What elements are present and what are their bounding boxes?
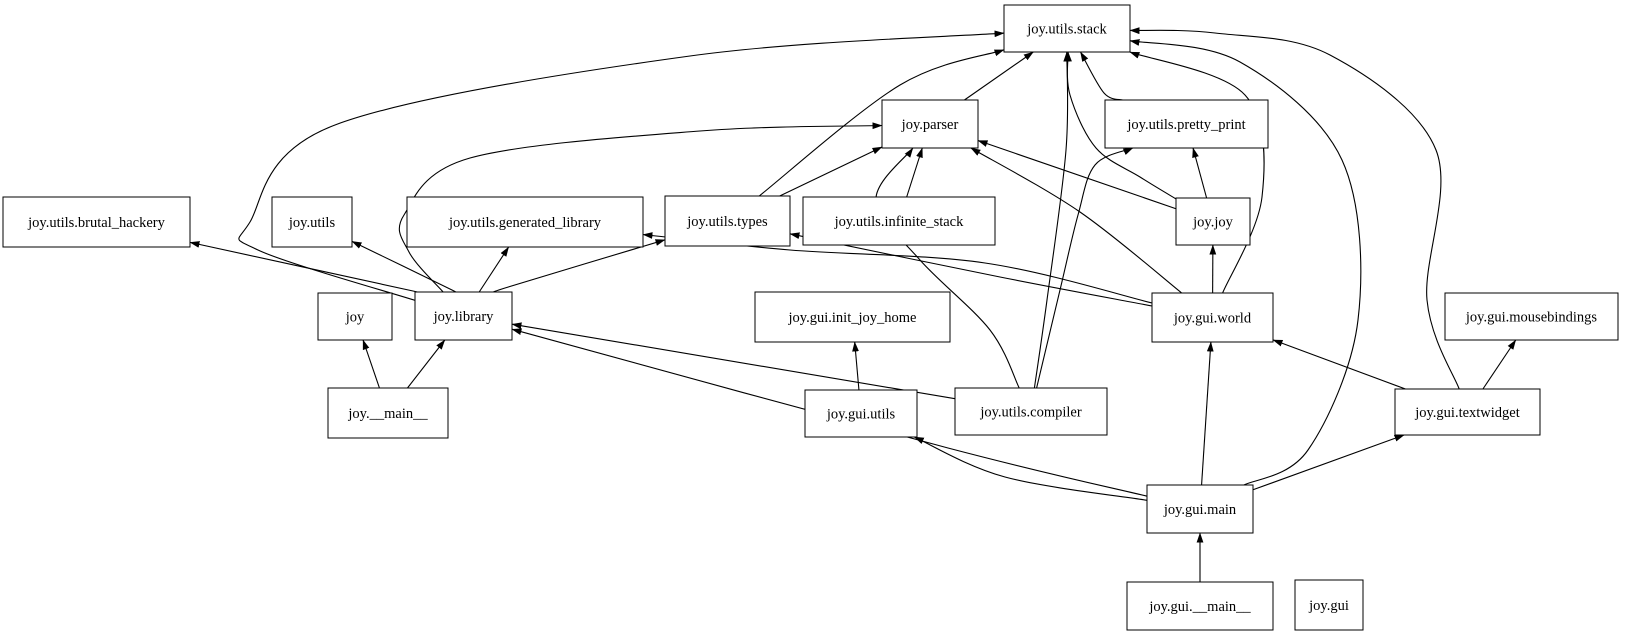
node-label: joy.gui.mousebindings (1465, 310, 1598, 326)
graph-node-joy.utils.brutal_hackery: joy.utils.brutal_hackery (2, 196, 191, 248)
edge-joy.gui.world-to-joy.parser (970, 147, 1183, 294)
node-label: joy.gui.world (1173, 311, 1252, 327)
edge-joy.utils.compiler-to-joy.parser (875, 147, 1020, 389)
node-label: joy.gui.__main__ (1148, 599, 1251, 615)
edge-joy.__main__-to-joy (362, 339, 380, 389)
node-box (754, 291, 951, 343)
node-layer: joy.utils.stack joy.parser joy.utils.prett… (2, 4, 1619, 631)
graph-node-joy.utils.pretty_print: joy.utils.pretty_print (1104, 99, 1269, 149)
node-box (1175, 197, 1251, 246)
edge-joy.library-to-joy.utils.types (490, 239, 666, 294)
node-label: joy.parser (901, 117, 959, 133)
edge-joy.joy-to-joy.utils.pretty_print (1192, 147, 1208, 199)
node-label: joy.library (433, 309, 495, 325)
edge-joy.utils.infinite_stack-to-joy.parser (906, 147, 923, 198)
graph-node-joy.gui.__main__: joy.gui.__main__ (1126, 581, 1274, 631)
edge-joy.utils.pretty_print-to-joy.utils.stack (1080, 51, 1123, 101)
node-label: joy.gui.utils (826, 407, 896, 423)
edge-joy.gui.main-to-joy.gui.textwidget (1252, 434, 1405, 491)
edge-joy.utils.types-to-joy.utils.stack (758, 49, 1005, 197)
graph-node-joy.utils.stack: joy.utils.stack (1003, 4, 1131, 53)
graph-node-joy.utils.compiler: joy.utils.compiler (954, 387, 1108, 436)
node-box (664, 195, 791, 247)
graph-node-joy.parser: joy.parser (881, 99, 979, 149)
node-label: joy (345, 310, 365, 326)
node-box (881, 99, 979, 149)
graph-node-joy.gui: joy.gui (1294, 579, 1364, 631)
graph-node-joy.utils.generated_library: joy.utils.generated_library (406, 196, 644, 248)
graph-node-joy.utils.types: joy.utils.types (664, 195, 791, 247)
graph-node-joy.gui.utils: joy.gui.utils (804, 389, 918, 438)
node-box (1126, 581, 1274, 631)
edge-joy.parser-to-joy.utils.stack (964, 51, 1034, 101)
edge-joy.gui.utils-to-joy.gui.init_joy_home (852, 341, 860, 391)
edge-joy.gui.main-to-joy.gui.world (1201, 341, 1214, 486)
node-box (414, 291, 513, 341)
node-box (1294, 579, 1364, 631)
graph-node-joy: joy (317, 292, 393, 341)
edge-joy.library-to-joy.utils.generated_library (478, 246, 510, 293)
node-box (317, 292, 393, 341)
node-label: joy.gui (1308, 598, 1349, 614)
edge-joy.gui.textwidget-to-joy.utils.stack (1129, 27, 1460, 390)
node-label: joy.gui.main (1163, 502, 1237, 518)
node-box (954, 387, 1108, 436)
edge-joy.library-to-joy.parser (398, 122, 883, 293)
node-label: joy.utils.stack (1026, 22, 1107, 38)
node-box (271, 196, 353, 248)
edge-joy.gui.world-to-joy.utils.stack (1129, 51, 1265, 294)
graph-node-joy.gui.textwidget: joy.gui.textwidget (1394, 388, 1541, 436)
edge-joy.utils.compiler-to-joy.utils.pretty_print (1036, 147, 1134, 389)
graph-node-joy.gui.mousebindings: joy.gui.mousebindings (1444, 292, 1619, 341)
graph-node-joy.joy: joy.joy (1175, 197, 1251, 246)
node-box (1394, 388, 1541, 436)
node-label: joy.utils.compiler (979, 405, 1082, 421)
edge-joy.gui.main-to-joy.gui.utils (913, 436, 1148, 501)
graph-node-joy.gui.init_joy_home: joy.gui.init_joy_home (754, 291, 951, 343)
node-label: joy.gui.textwidget (1414, 405, 1520, 421)
node-label: joy.utils.generated_library (448, 215, 602, 231)
edge-joy.utils.types-to-joy.parser (779, 146, 883, 197)
node-label: joy.utils.pretty_print (1126, 117, 1245, 133)
node-box (1104, 99, 1269, 149)
node-box (1151, 292, 1274, 343)
node-label: joy.utils.infinite_stack (834, 214, 964, 230)
node-box (1444, 292, 1619, 341)
graph-node-joy.utils.infinite_stack: joy.utils.infinite_stack (802, 196, 996, 246)
node-box (327, 387, 449, 439)
edge-joy.utils.compiler-to-joy.utils.stack (1033, 51, 1071, 389)
node-label: joy.joy (1192, 215, 1233, 231)
graph-node-joy.gui.main: joy.gui.main (1146, 484, 1254, 534)
node-label: joy.__main__ (347, 406, 428, 422)
node-label: joy.utils.brutal_hackery (27, 215, 166, 231)
graph-node-joy.library: joy.library (414, 291, 513, 341)
node-box (804, 389, 918, 438)
node-box (1146, 484, 1254, 534)
node-box (1003, 4, 1131, 53)
node-box (802, 196, 996, 246)
edge-joy.utils.compiler-to-joy.library (511, 322, 956, 400)
node-label: joy.gui.init_joy_home (788, 310, 917, 326)
edge-joy.gui.textwidget-to-joy.gui.mousebindings (1482, 339, 1517, 390)
edge-joy.joy-to-joy.parser (977, 140, 1177, 210)
edge-joy.__main__-to-joy.library (407, 339, 446, 389)
node-box (2, 196, 191, 248)
edge-joy.gui.textwidget-to-joy.gui.world (1272, 339, 1406, 390)
graph-node-joy.__main__: joy.__main__ (327, 387, 449, 439)
graph-node-joy.utils: joy.utils (271, 196, 353, 248)
node-label: joy.utils (288, 215, 336, 231)
edge-joy.library-to-joy.utils.stack (238, 30, 1005, 301)
node-box (406, 196, 644, 248)
node-label: joy.utils.types (686, 214, 768, 230)
graph-node-joy.gui.world: joy.gui.world (1151, 292, 1274, 343)
edge-joy.gui.main-to-joy.utils.stack (1129, 39, 1362, 486)
